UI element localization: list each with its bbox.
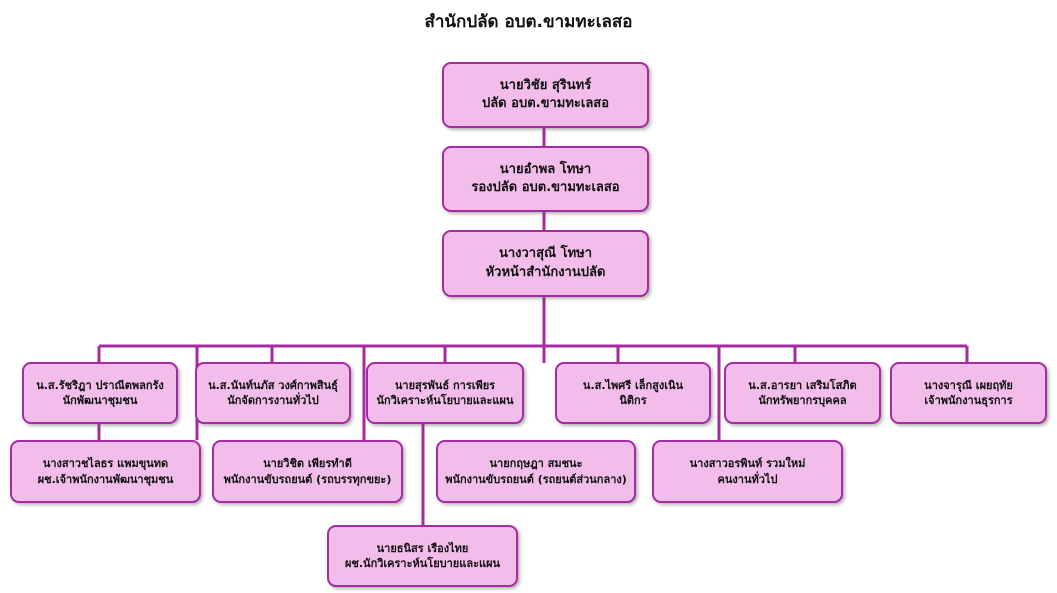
org-box-garbage-truck-driver: นายวิชิต เพียรทำดี พนักงานขับรถยนต์ (รถบ…: [212, 440, 403, 503]
position-title: คนงานทั่วไป: [717, 472, 778, 486]
person-name: น.ส.รัชริฎา ปราณีตพลกรัง: [36, 378, 164, 392]
position-title: นิติกร: [619, 394, 647, 407]
person-name: นายอำพล โทษา: [499, 161, 592, 177]
org-box-assistant-community-developer: นางสาวชไลธร แพมขุนทด ผช.เจ้าพนักงานพัฒนา…: [10, 440, 201, 503]
org-box-deputy-administrator: นายอำพล โทษา รองปลัด อบต.ขามทะเลสอ: [442, 146, 649, 212]
person-name: นายกฤษฎา สมชนะ: [489, 457, 583, 471]
position-title: ปลัด อบต.ขามทะเลสอ: [481, 96, 610, 111]
position-title: นักวิเคราะห์นโยบายและแผน: [376, 394, 514, 407]
position-title: ผช.เจ้าพนักงานพัฒนาชุมชน: [37, 472, 174, 486]
person-name: นางสาวชไลธร แพมขุนทด: [42, 457, 169, 471]
org-box-policy-analyst: นายสุรพันธ์ การเพียร นักวิเคราะห์นโยบายแ…: [366, 362, 524, 424]
org-box-general-affairs-officer: น.ส.นันท์นภัส วงศ์กาพสินธุ์ นักจัดการงาน…: [195, 362, 351, 424]
position-title: รองปลัด อบต.ขามทะเลสอ: [471, 180, 620, 195]
chart-title: สำนักปลัด อบต.ขามทะเลสอ: [424, 12, 633, 32]
position-title: นักจัดการงานทั่วไป: [227, 394, 319, 407]
position-title: พนักงานขับรถยนต์ (รถบรรทุกขยะ): [223, 472, 392, 486]
person-name: น.ส.อารยา เสริมโสภิต: [748, 378, 857, 392]
position-title: เจ้าพนักงานธุรการ: [924, 394, 1013, 407]
person-name: นางวาสุณี โทษา: [498, 246, 593, 262]
org-box-assistant-policy-analyst: นายธนิสร เรืองไทย ผช.นักวิเคราะห์นโยบายแ…: [327, 525, 518, 587]
org-box-community-developer: น.ส.รัชริฎา ปราณีตพลกรัง นักพัฒนาชุมชน: [22, 362, 178, 424]
person-name: นางสาวอรพินท์ รวมใหม่: [689, 457, 806, 471]
org-box-hr-officer: น.ส.อารยา เสริมโสภิต นักทรัพยากรบุคคล: [724, 362, 881, 424]
org-box-legal-officer: น.ส.ไพศรี เล็กสูงเนิน นิติกร: [555, 362, 711, 424]
position-title: หัวหน้าสำนักงานปลัด: [485, 264, 606, 280]
person-name: นายวิชัย สุรินทร์: [499, 77, 592, 93]
person-name: นายวิชิต เพียรทำดี: [263, 457, 352, 471]
position-title: พนักงานขับรถยนต์ (รถยนต์ส่วนกลาง): [445, 472, 627, 486]
position-title: นักพัฒนาชุมชน: [62, 394, 138, 407]
person-name: นายสุรพันธ์ การเพียร: [394, 378, 496, 392]
position-title: ผช.นักวิเคราะห์นโยบายและแผน: [344, 557, 501, 570]
org-box-chief-administrator: นายวิชัย สุรินทร์ ปลัด อบต.ขามทะเลสอ: [442, 62, 649, 128]
person-name: น.ส.นันท์นภัส วงศ์กาพสินธุ์: [208, 378, 338, 392]
person-name: นางจารุณี เผยฤทัย: [924, 378, 1013, 392]
org-box-central-car-driver: นายกฤษฎา สมชนะ พนักงานขับรถยนต์ (รถยนต์ส…: [436, 440, 636, 503]
org-box-head-of-office: นางวาสุณี โทษา หัวหน้าสำนักงานปลัด: [442, 230, 649, 297]
person-name: นายธนิสร เรืองไทย: [376, 541, 469, 555]
person-name: น.ส.ไพศรี เล็กสูงเนิน: [582, 378, 684, 392]
org-box-general-worker: นางสาวอรพินท์ รวมใหม่ คนงานทั่วไป: [652, 440, 843, 503]
org-box-clerical-officer: นางจารุณี เผยฤทัย เจ้าพนักงานธุรการ: [890, 362, 1047, 424]
position-title: นักทรัพยากรบุคคล: [758, 394, 847, 407]
